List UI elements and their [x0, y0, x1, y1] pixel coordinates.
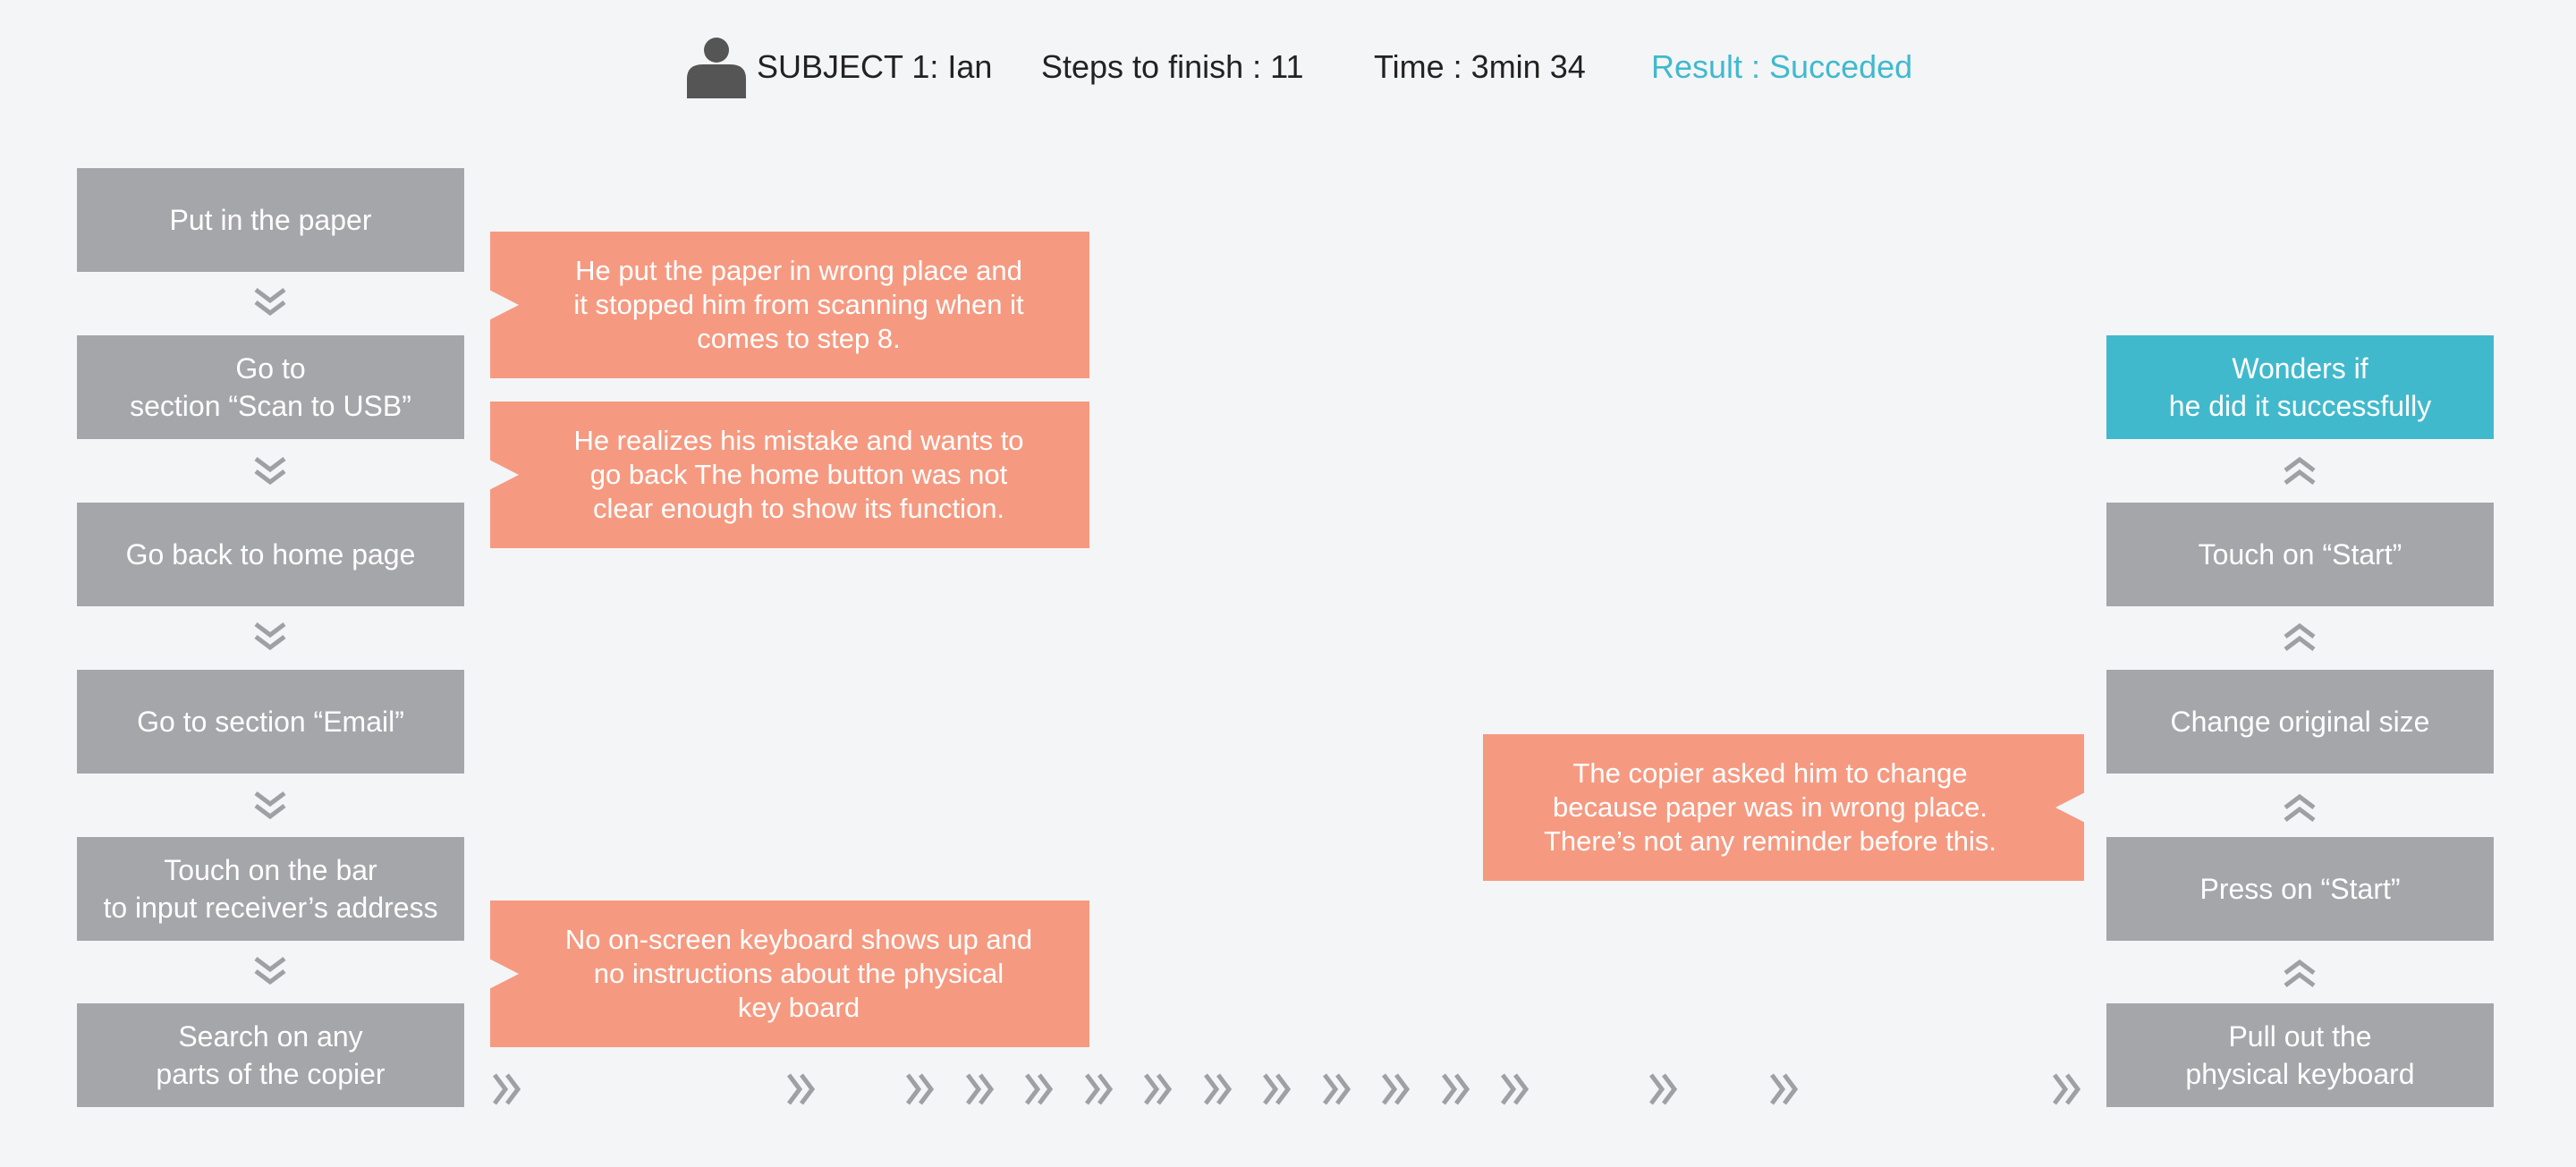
chevron-double-right-icon — [1770, 1073, 1799, 1105]
chevron-double-right-icon — [1263, 1073, 1292, 1105]
chevron-double-down-icon — [254, 288, 286, 317]
time-label: Time : 3min 34 — [1374, 48, 1586, 85]
chevron-double-right-icon — [787, 1073, 816, 1105]
chevron-double-up-icon — [2284, 959, 2316, 987]
chevron-double-right-icon — [966, 1073, 995, 1105]
chevron-double-down-icon — [254, 622, 286, 651]
result-label: Result : Succeded — [1651, 48, 1913, 85]
step-wonders-success: Wonders if he did it successfully — [2106, 335, 2494, 439]
header: SUBJECT 1: Ian Steps to finish : 11 Time… — [0, 36, 2576, 98]
chevron-double-down-icon — [254, 957, 286, 985]
step-email-section: Go to section “Email” — [77, 670, 464, 774]
chevron-double-down-icon — [254, 791, 286, 820]
chevron-double-right-icon — [1442, 1073, 1470, 1105]
step-touch-bar: Touch on the bar to input receiver’s add… — [77, 837, 464, 941]
step-touch-start: Touch on “Start” — [2106, 503, 2494, 606]
note-copier-asked: The copier asked him to change because p… — [1483, 734, 2084, 881]
chevron-double-right-icon — [1323, 1073, 1352, 1105]
step-scan-to-usb: Go to section “Scan to USB” — [77, 335, 464, 439]
chevron-double-up-icon — [2284, 622, 2316, 651]
note-wrong-place: He put the paper in wrong place and it s… — [490, 232, 1089, 378]
steps-count: Steps to finish : 11 — [1041, 48, 1304, 85]
subject-label: SUBJECT 1: Ian — [757, 48, 993, 85]
chevron-double-up-icon — [2284, 793, 2316, 822]
chevron-double-right-icon — [1025, 1073, 1054, 1105]
chevron-double-down-icon — [254, 457, 286, 486]
chevron-double-up-icon — [2284, 456, 2316, 485]
step-home-page: Go back to home page — [77, 503, 464, 606]
chevron-double-right-icon — [2053, 1073, 2081, 1105]
chevron-double-right-icon — [1382, 1073, 1411, 1105]
step-pull-keyboard: Pull out the physical keyboard — [2106, 1003, 2494, 1107]
chevron-double-right-icon — [1649, 1073, 1678, 1105]
chevron-double-right-icon — [1501, 1073, 1530, 1105]
user-icon — [687, 38, 746, 98]
chevron-double-right-icon — [493, 1073, 521, 1105]
chevron-double-right-icon — [906, 1073, 935, 1105]
step-put-in-paper: Put in the paper — [77, 168, 464, 272]
note-home-button: He realizes his mistake and wants to go … — [490, 402, 1089, 548]
step-press-start: Press on “Start” — [2106, 837, 2494, 941]
chevron-double-right-icon — [1085, 1073, 1114, 1105]
note-no-keyboard: No on-screen keyboard shows up and no in… — [490, 901, 1089, 1047]
chevron-double-right-icon — [1204, 1073, 1233, 1105]
step-search-copier: Search on any parts of the copier — [77, 1003, 464, 1107]
step-change-size: Change original size — [2106, 670, 2494, 774]
chevron-double-right-icon — [1144, 1073, 1173, 1105]
